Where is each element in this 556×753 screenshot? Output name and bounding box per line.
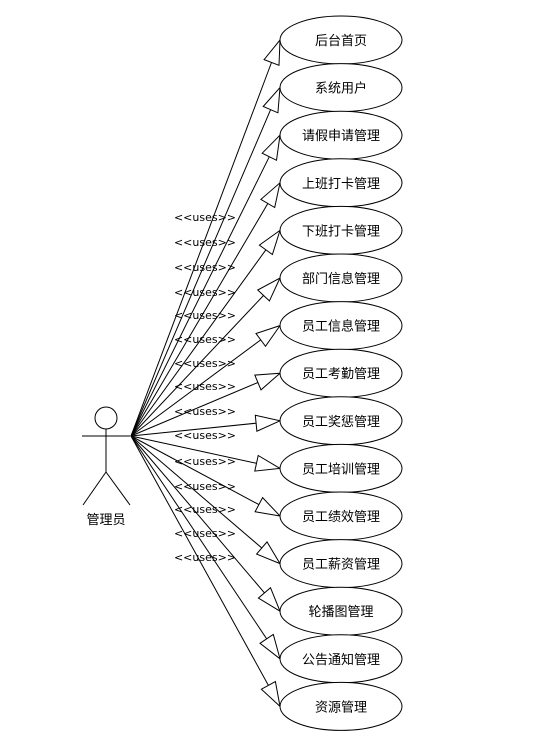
use-case: 员工培训管理 (279, 443, 403, 493)
association-line (130, 435, 260, 506)
use-case-label: 上班打卡管理 (302, 177, 380, 192)
use-case: 系统用户 (279, 63, 403, 113)
generalization-arrowhead (254, 414, 282, 432)
uses-label: <<uses>> (174, 333, 236, 346)
use-case: 员工奖惩管理 (279, 396, 403, 446)
uses-label: <<uses>> (174, 286, 236, 299)
association-line (130, 62, 272, 437)
uses-label: <<uses>> (174, 527, 236, 540)
generalization-arrowhead (254, 454, 282, 472)
generalization-arrowhead (257, 586, 282, 613)
association-line (130, 339, 261, 437)
uses-label: <<uses>> (174, 236, 236, 249)
generalization-arrowhead (254, 496, 282, 517)
use-case: 员工薪资管理 (279, 539, 403, 589)
association-links (130, 38, 282, 708)
uses-label: <<uses>> (174, 357, 236, 370)
uses-label: <<uses>> (174, 405, 236, 418)
use-case-label: 员工绩效管理 (302, 510, 380, 525)
uses-label: <<uses>> (174, 503, 236, 516)
use-case-label: 系统用户 (315, 81, 367, 97)
uses-label: <<uses>> (174, 261, 236, 274)
association-line (130, 203, 269, 437)
generalization-arrowhead (262, 86, 281, 114)
use-cases: 后台首页系统用户请假申请管理上班打卡管理下班打卡管理部门信息管理员工信息管理员工… (279, 15, 403, 731)
use-case-label: 员工奖惩管理 (302, 415, 380, 430)
use-case-label: 轮播图管理 (308, 605, 373, 620)
use-case: 公告通知管理 (279, 634, 403, 684)
use-case-label: 资源管理 (315, 700, 367, 715)
uses-label: <<uses>> (174, 309, 236, 322)
generalization-arrowhead (255, 324, 282, 348)
actor (82, 406, 131, 506)
uses-label: <<uses>> (174, 380, 236, 393)
use-case-label: 部门信息管理 (302, 271, 380, 287)
generalization-arrowhead (263, 38, 281, 67)
actor-left-leg (82, 471, 107, 506)
uses-label: <<uses>> (174, 480, 236, 493)
use-case: 请假申请管理 (279, 110, 403, 160)
actor-label: 管理员 (86, 513, 125, 528)
association-line (130, 435, 268, 640)
generalization-arrowhead (255, 541, 282, 565)
use-case-label: 下班打卡管理 (302, 224, 380, 239)
use-case: 员工信息管理 (279, 301, 403, 351)
association-line (130, 435, 263, 549)
association-line (130, 109, 272, 437)
generalization-arrowhead (260, 181, 281, 209)
generalization-arrowhead (260, 680, 281, 708)
actor-head (94, 406, 118, 430)
use-case-label: 后台首页 (315, 34, 367, 49)
uses-label: <<uses>> (174, 455, 236, 468)
association-line (130, 422, 257, 437)
generalization-arrowhead (258, 229, 281, 256)
association-line (130, 435, 269, 686)
use-case-label: 员工考勤管理 (302, 367, 380, 382)
use-case-label: 公告通知管理 (302, 652, 380, 668)
association-line (130, 382, 259, 437)
generalization-arrowhead (256, 276, 282, 302)
use-case-label: 员工培训管理 (302, 461, 380, 477)
generalization-arrowhead (254, 372, 282, 391)
use-case-ellipse (279, 681, 403, 731)
uses-labels: <<uses>> <<uses>> <<uses>> <<uses>> <<uses>>… (174, 211, 236, 564)
generalization-arrowhead (259, 633, 281, 661)
uses-label: <<uses>> (174, 551, 236, 564)
association-line (130, 435, 257, 464)
association-line (130, 156, 270, 437)
generalization-arrowhead (261, 133, 281, 162)
actor-right-leg (105, 471, 131, 506)
use-case: 后台首页 (279, 15, 403, 65)
use-case: 员工考勤管理 (279, 348, 403, 398)
use-case-label: 员工信息管理 (302, 319, 380, 335)
use-case: 员工绩效管理 (279, 491, 403, 541)
use-case: 部门信息管理 (279, 253, 403, 303)
association-line (130, 249, 267, 437)
use-case-label: 员工薪资管理 (302, 558, 380, 573)
uses-label: <<uses>> (174, 429, 236, 442)
association-line (130, 295, 264, 437)
use-case: 资源管理 (279, 681, 403, 731)
use-case: 轮播图管理 (279, 586, 403, 636)
uses-label: <<uses>> (174, 211, 236, 224)
use-case: 下班打卡管理 (279, 205, 403, 255)
use-case: 上班打卡管理 (279, 158, 403, 208)
association-line (130, 435, 265, 594)
use-case-label: 请假申请管理 (302, 129, 380, 144)
